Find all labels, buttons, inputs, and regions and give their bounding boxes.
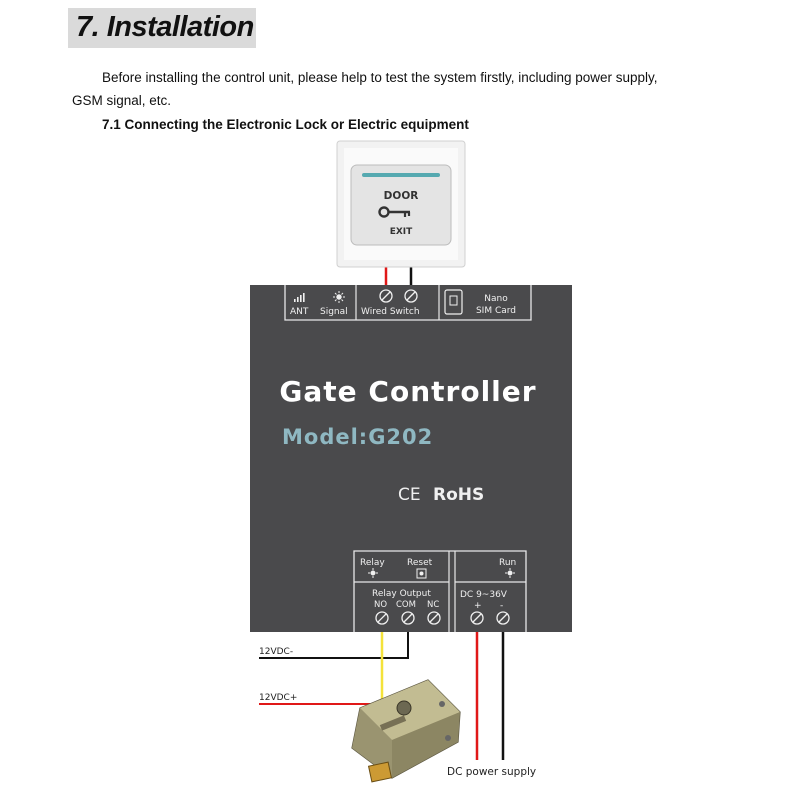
signal-led-icon [333, 291, 345, 303]
nano-label: Nano [484, 294, 508, 304]
wire-com-black [259, 632, 409, 659]
dc-power-supply-label: DC power supply [447, 766, 536, 778]
door-label: DOOR [384, 190, 419, 202]
rohs-mark: RoHS [433, 485, 484, 505]
terminal-dc-minus [496, 611, 510, 625]
ce-mark: CE [398, 485, 421, 505]
section-title-background [68, 8, 256, 48]
model-label: Model:G202 [282, 425, 433, 449]
sim-slot-icon [444, 289, 463, 315]
electric-lock-image [351, 679, 461, 783]
exit-label: EXIT [390, 227, 413, 237]
wired-switch-terminal-1 [379, 289, 393, 303]
no-label: NO [374, 600, 387, 610]
run-label: Run [499, 558, 516, 568]
terminal-dc-plus [470, 611, 484, 625]
label-12vdc-plus: 12VDC+ [259, 693, 297, 703]
reset-label: Reset [407, 558, 433, 568]
door-exit-button: DOOR EXIT [336, 140, 466, 268]
section-title: 7. Installation [76, 11, 254, 43]
bottom-terminal-strip: Relay Reset Run Relay Output NO COM NC D… [353, 550, 527, 632]
subheading: 7.1 Connecting the Electronic Lock or El… [102, 117, 469, 132]
terminal-nc [427, 611, 441, 625]
controller-title: Gate Controller [279, 375, 536, 408]
signal-bars-icon [294, 293, 305, 302]
nc-label: NC [427, 600, 439, 610]
relay-output-label: Relay Output [372, 589, 431, 599]
wired-switch-label: Wired Switch [361, 307, 420, 317]
signal-label: Signal [320, 307, 348, 317]
com-label: COM [396, 600, 416, 610]
terminal-com [401, 611, 415, 625]
sim-chip-icon [449, 295, 458, 306]
intro-line-2: GSM signal, etc. [72, 93, 172, 108]
intro-line-1: Before installing the control unit, plea… [102, 70, 658, 85]
reset-button-icon [416, 568, 427, 579]
top-terminal-strip: ANT Signal Wired Switch Nano SIM Card [284, 285, 532, 321]
relay-led-label: Relay [360, 558, 385, 568]
minus-label: - [500, 601, 503, 611]
label-12vdc-minus: 12VDC- [259, 647, 293, 657]
plus-label: + [474, 601, 482, 611]
key-icon [378, 206, 411, 218]
controller-panel [250, 285, 572, 632]
wired-switch-terminal-2 [404, 289, 418, 303]
terminal-no [375, 611, 389, 625]
run-led-icon [505, 568, 515, 578]
sim-card-label: SIM Card [476, 306, 516, 316]
relay-led-icon [368, 568, 378, 578]
dc-range-label: DC 9~36V [460, 590, 508, 600]
ant-label: ANT [290, 307, 309, 317]
